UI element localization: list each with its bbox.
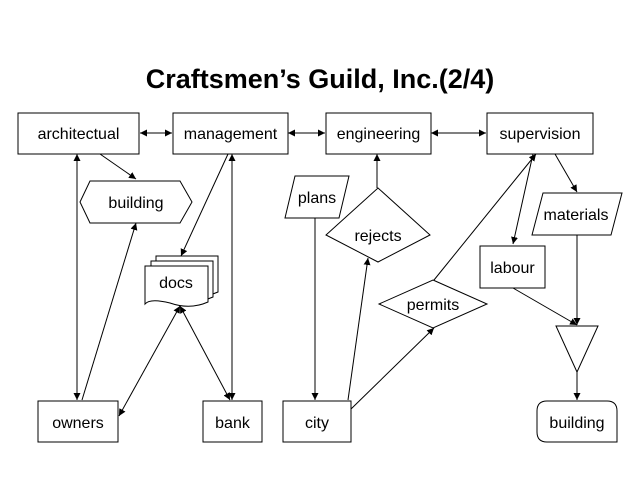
node-architectual: architectual xyxy=(17,112,140,155)
node-label: docs xyxy=(159,275,193,292)
node-merge-triangle xyxy=(555,325,599,374)
node-label: building xyxy=(108,195,163,212)
node-label: building xyxy=(549,415,604,432)
node-label: permits xyxy=(407,297,459,314)
edge-management-docs xyxy=(180,153,229,257)
node-label: materials xyxy=(544,207,609,224)
node-label: city xyxy=(305,415,329,432)
node-permits: permits xyxy=(377,279,489,329)
edge-permits-supervision xyxy=(433,153,537,281)
edges xyxy=(73,129,581,417)
node-label: engineering xyxy=(337,126,421,143)
node-management: management xyxy=(172,112,289,155)
edge-city-rejects xyxy=(347,257,371,401)
edge-docs-owners xyxy=(118,305,181,417)
node-label: management xyxy=(184,126,278,143)
edge-city-permits xyxy=(349,327,435,411)
node-docs: docs xyxy=(144,255,219,307)
diagram-title: Craftsmen’s Guild, Inc.(2/4) xyxy=(145,64,495,94)
edge-labour-merge xyxy=(512,287,578,326)
node-label: rejects xyxy=(354,228,401,245)
node-materials: materials xyxy=(531,192,623,236)
edge-architectual-building xyxy=(99,153,137,180)
node-plans: plans xyxy=(284,175,350,219)
edge-supervision-materials xyxy=(554,153,578,193)
edge-docs-bank xyxy=(179,305,231,401)
node-building-top: building xyxy=(79,180,193,224)
node-labour: labour xyxy=(479,245,546,289)
node-label: labour xyxy=(490,260,535,277)
edge-supervision-labour xyxy=(511,153,534,245)
node-label: architectual xyxy=(38,126,120,143)
node-city: city xyxy=(282,400,352,443)
node-label: bank xyxy=(215,415,251,432)
node-owners: owners xyxy=(37,400,119,443)
node-label: supervision xyxy=(500,126,581,143)
edge-owners-building xyxy=(81,222,138,401)
node-supervision: supervision xyxy=(486,112,594,155)
node-label: owners xyxy=(52,415,104,432)
node-engineering: engineering xyxy=(325,112,432,155)
node-label: plans xyxy=(298,190,336,207)
node-bank: bank xyxy=(202,400,263,443)
node-building-bottom: building xyxy=(536,400,618,443)
node-rejects: rejects xyxy=(325,187,431,263)
